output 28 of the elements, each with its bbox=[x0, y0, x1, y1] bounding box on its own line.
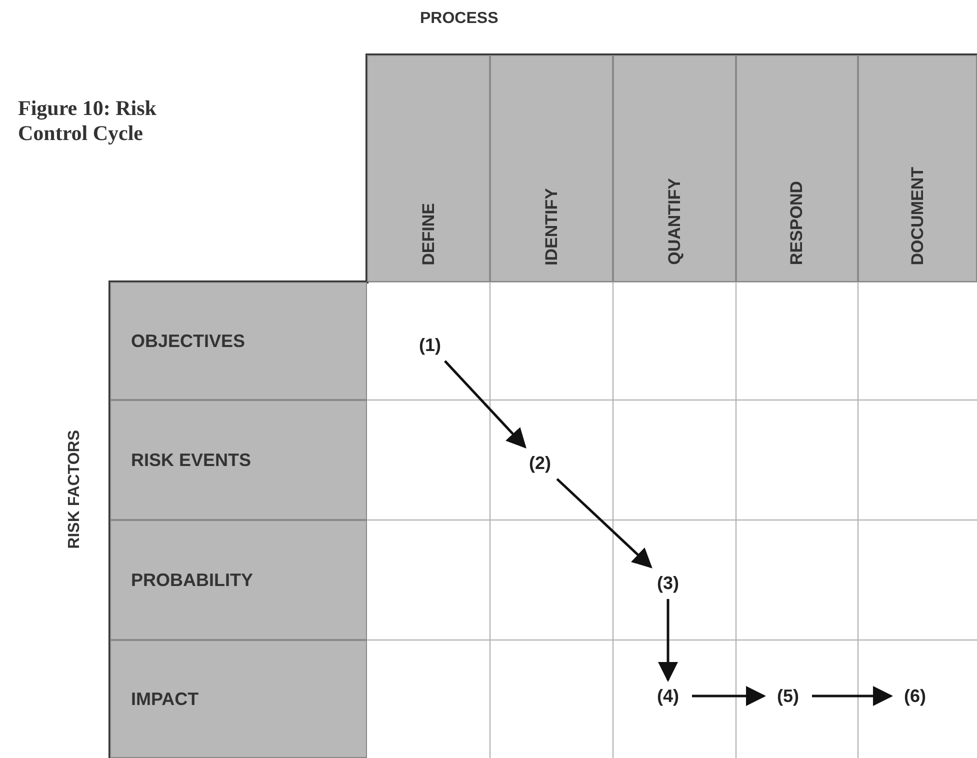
row-header: IMPACT bbox=[110, 640, 367, 758]
column-header-text: IDENTIFY bbox=[542, 188, 562, 265]
header-cell bbox=[613, 55, 736, 282]
step-number: (2) bbox=[520, 451, 560, 475]
figure-title: Figure 10: Risk Control Cycle bbox=[18, 96, 158, 146]
arrow bbox=[444, 360, 526, 448]
arrow bbox=[812, 686, 893, 706]
column-header-text: DEFINE bbox=[418, 202, 438, 265]
step-number: (6) bbox=[895, 684, 935, 708]
row-header: OBJECTIVES bbox=[110, 282, 367, 400]
column-header-text: RESPOND bbox=[787, 180, 807, 265]
arrow bbox=[556, 478, 652, 568]
axis-title: RISK FACTORS bbox=[66, 430, 84, 549]
step-number: (1) bbox=[410, 333, 450, 357]
row-header: PROBABILITY bbox=[110, 520, 367, 640]
header-cell bbox=[736, 55, 858, 282]
header-cell bbox=[490, 55, 613, 282]
step-number: (3) bbox=[648, 571, 688, 595]
step-number: (4) bbox=[648, 684, 688, 708]
axis-title: PROCESS bbox=[420, 10, 498, 28]
header-cell bbox=[367, 55, 490, 282]
header-cell bbox=[858, 55, 977, 282]
step-number: (5) bbox=[768, 684, 808, 708]
row-header: RISK EVENTS bbox=[110, 400, 367, 520]
column-header-text: QUANTIFY bbox=[664, 178, 684, 265]
arrow bbox=[658, 599, 678, 682]
column-header-text: DOCUMENT bbox=[908, 166, 928, 265]
arrow bbox=[692, 686, 766, 706]
